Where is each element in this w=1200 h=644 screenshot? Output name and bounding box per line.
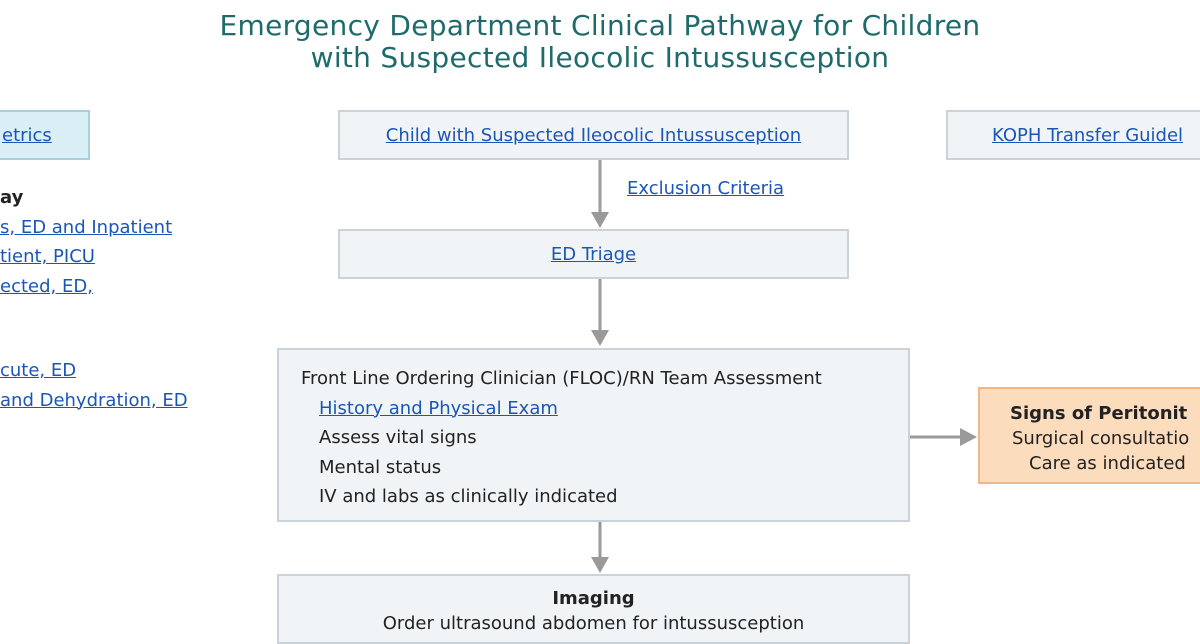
- history-physical-link[interactable]: History and Physical Exam: [319, 397, 558, 419]
- left-metrics-box[interactable]: etrics: [0, 110, 90, 160]
- koph-transfer-box[interactable]: KOPH Transfer Guidel: [946, 110, 1200, 160]
- arrowhead-to-imaging: [591, 557, 609, 573]
- arrowhead-to-assessment: [591, 330, 609, 346]
- peritonitis-box: Signs of Peritonit Surgical consultatio …: [978, 387, 1200, 484]
- left-link-4[interactable]: cute, ED: [0, 360, 77, 381]
- assessment-item: IV and labs as clinically indicated: [319, 486, 618, 507]
- imaging-box: Imaging Order ultrasound abdomen for int…: [277, 574, 910, 644]
- title-line-1: Emergency Department Clinical Pathway fo…: [219, 9, 981, 42]
- left-metrics-link[interactable]: etrics: [2, 124, 52, 146]
- team-assessment-box: Front Line Ordering Clinician (FLOC)/RN …: [277, 348, 910, 522]
- left-pathway-list: ay s, ED and Inpatient tient, PICU ected…: [0, 183, 188, 415]
- ed-triage-box[interactable]: ED Triage: [338, 229, 849, 279]
- left-link-1[interactable]: s, ED and Inpatient: [0, 216, 173, 238]
- suspected-intussusception-box[interactable]: Child with Suspected Ileocolic Intussusc…: [338, 110, 849, 160]
- title-line-2: with Suspected Ileocolic Intussusception: [310, 41, 890, 74]
- assessment-item: Mental status: [319, 456, 442, 478]
- imaging-heading: Imaging: [552, 588, 635, 609]
- left-link-2[interactable]: tient, PICU: [0, 246, 95, 267]
- imaging-line-1: Order ultrasound abdomen for intussuscep…: [382, 613, 805, 634]
- left-link-3[interactable]: ected, ED,: [0, 275, 93, 297]
- peritonitis-heading: Signs of Peritonit: [1010, 403, 1188, 424]
- assessment-item: Assess vital signs: [319, 427, 477, 448]
- left-pathway-heading: ay: [0, 187, 24, 208]
- suspected-intussusception-link[interactable]: Child with Suspected Ileocolic Intussusc…: [385, 124, 802, 146]
- exclusion-criteria-link[interactable]: Exclusion Criteria: [627, 178, 785, 199]
- left-link-5[interactable]: and Dehydration, ED: [0, 389, 188, 411]
- arrowhead-to-triage: [591, 212, 609, 228]
- page-title: Emergency Department Clinical Pathway fo…: [0, 10, 1200, 74]
- koph-transfer-link[interactable]: KOPH Transfer Guidel: [992, 124, 1184, 146]
- peritonitis-line-1: Surgical consultatio: [1012, 428, 1190, 449]
- arrowhead-to-peritonitis: [960, 428, 977, 446]
- ed-triage-link[interactable]: ED Triage: [550, 243, 637, 265]
- assessment-heading: Front Line Ordering Clinician (FLOC)/RN …: [301, 368, 822, 389]
- peritonitis-line-2: Care as indicated: [1029, 453, 1186, 474]
